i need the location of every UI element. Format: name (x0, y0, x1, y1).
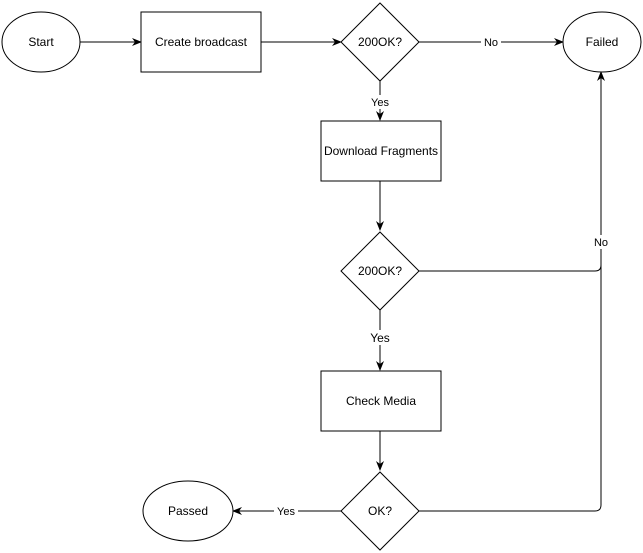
download-fragments-node-shape (320, 120, 442, 182)
edge-check-2-no-to-failed (419, 71, 605, 272)
passed-node: Passed (142, 480, 234, 542)
create-broadcast-node: Create broadcast (140, 11, 262, 73)
failed-node-label: Failed (586, 35, 619, 49)
check-ok-node-shape (340, 471, 420, 551)
check-media-node-label: Check Media (346, 394, 416, 408)
edge-label-check-2-no: No (594, 237, 608, 249)
check-200ok-1-node-shape (340, 2, 420, 82)
edge-label-check-ok-yes: Yes (277, 506, 295, 518)
check-200ok-1-node: 200OK? (340, 2, 420, 82)
check-ok-node-label: OK? (368, 504, 392, 518)
edges (80, 38, 605, 515)
check-200ok-2-node-label: 200OK? (358, 264, 402, 278)
create-broadcast-node-shape (140, 11, 262, 73)
download-fragments-node-label: Download Fragments (324, 144, 438, 158)
start-node-shape (1, 11, 81, 73)
edge-labels: No Yes No Yes Yes (274, 35, 611, 518)
check-200ok-2-node: 200OK? (340, 231, 420, 311)
edge-label-check-1-no: No (484, 37, 498, 49)
start-node-label: Start (28, 35, 54, 49)
start-node: Start (1, 11, 81, 73)
passed-node-shape (142, 480, 234, 542)
edge-check-ok-no-to-failed (419, 265, 602, 512)
check-200ok-2-node-shape (340, 231, 420, 311)
passed-node-label: Passed (168, 504, 208, 518)
check-ok-node: OK? (340, 471, 420, 551)
check-media-node-shape (320, 370, 442, 432)
edge-label-check-2-yes: Yes (370, 331, 390, 345)
download-fragments-node: Download Fragments (320, 120, 442, 182)
edge-label-check-1-yes: Yes (371, 97, 389, 109)
check-media-node: Check Media (320, 370, 442, 432)
check-200ok-1-node-label: 200OK? (358, 35, 402, 49)
failed-node-shape (562, 11, 642, 73)
create-broadcast-node-label: Create broadcast (155, 35, 248, 49)
failed-node: Failed (562, 11, 642, 73)
